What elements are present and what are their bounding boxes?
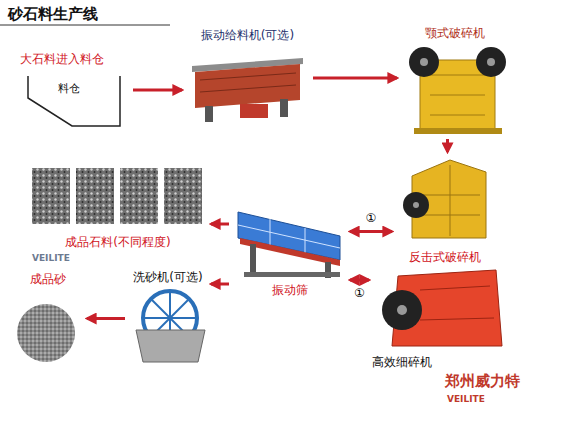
machine-label: 大石料进入料仓 [20,52,104,67]
flow-arrow [313,77,397,80]
machine-node: 高效细碎机 [372,262,512,370]
machine-node: 成品砂 [12,272,84,367]
flow-arrow [350,230,392,233]
impact-crusher-figure [403,160,486,238]
flow-arrow [446,139,449,152]
hopper-outline [28,76,120,126]
machine-label: 高效细碎机 [372,355,432,370]
vibrating-screen-figure [238,212,340,278]
flow-arrow [350,279,369,282]
callout-number: ① [353,287,366,300]
brand-logo: VEILITE [32,252,70,264]
machine-node: 振动筛 [232,198,347,298]
jaw-crusher-figure [409,47,506,134]
callout-number: ① [365,212,378,225]
machine-label: 振动筛 [272,283,308,298]
title-rule [0,25,170,26]
sand-sample [17,304,75,362]
machine-node: 振动给料机(可选) [185,28,310,128]
machine-label: 成品砂 [30,272,66,287]
flow-arrow [87,317,125,320]
machine-node: 洗砂机(可选) [128,270,208,365]
machine-label: 洗砂机(可选) [133,270,202,285]
brand-watermark: 郑州威力特 [445,372,520,390]
flow-arrow [133,89,182,92]
diagram-title: 砂石料生产线 [8,5,98,24]
sand-washer-figure [136,291,205,362]
brand-logo: VEILITE [447,393,485,405]
machine-label: 成品石料(不同程度) [65,235,170,250]
machine-node: 成品石料(不同程度) [28,165,208,250]
machine-label: 振动给料机(可选) [201,28,294,43]
machine-label: 颚式破碎机 [425,26,485,41]
stone-samples [32,168,202,224]
machine-node: 大石料进入料仓料仓 [20,52,130,130]
flow-arrow [211,223,229,226]
fine-crusher-figure [382,270,502,346]
bin-label: 料仓 [58,81,80,96]
machine-node: 反击式破碎机 [395,155,495,265]
machine-node: 颚式破碎机 [400,26,510,136]
flow-arrow [211,283,229,286]
feeder-figure [192,58,303,122]
machine-label: 反击式破碎机 [409,250,481,265]
